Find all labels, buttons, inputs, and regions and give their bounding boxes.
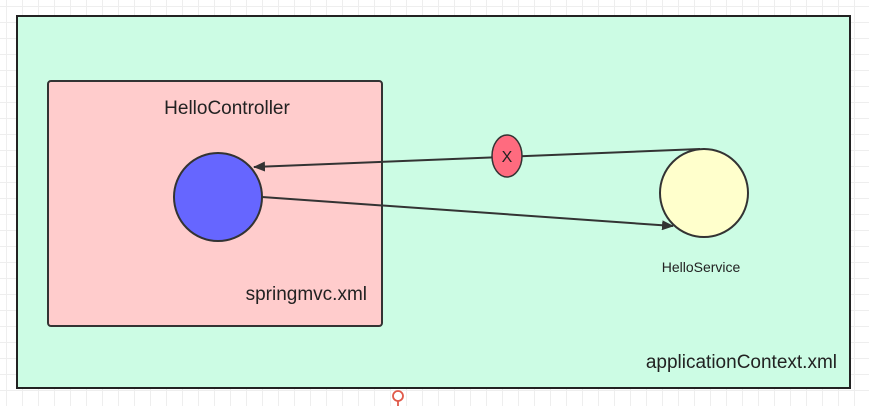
resize-handle-icon[interactable] xyxy=(392,390,404,402)
hello-controller-title: HelloController xyxy=(164,98,290,119)
springmvc-file-label: springmvc.xml xyxy=(246,284,367,305)
blocked-x-text: X xyxy=(502,149,513,166)
application-context-label: applicationContext.xml xyxy=(646,352,837,373)
service-to-controller-arrow xyxy=(253,148,701,172)
hello-service-node[interactable] xyxy=(659,148,749,238)
hello-controller-node[interactable] xyxy=(173,152,263,242)
hello-service-label: HelloService xyxy=(662,259,741,275)
controller-to-service-arrow xyxy=(261,196,674,231)
blocked-x-marker xyxy=(491,134,523,178)
